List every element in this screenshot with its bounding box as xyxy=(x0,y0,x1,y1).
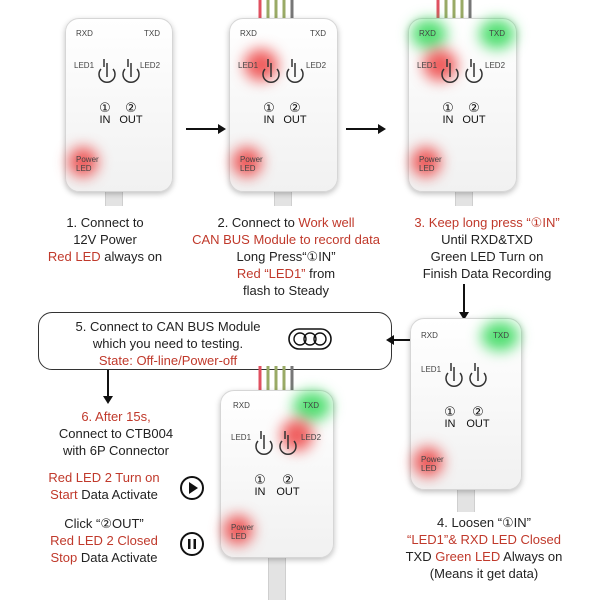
txd-label: TXD xyxy=(310,29,326,38)
led1-label: LED1 xyxy=(417,61,438,70)
device4-cable xyxy=(457,486,475,512)
txd-led-glow xyxy=(481,321,519,351)
power-led-glow xyxy=(411,147,441,177)
step4-text: 4. Loosen “①IN” “LED1”& RXD LED Closed T… xyxy=(405,515,563,581)
connector-icon xyxy=(288,328,332,350)
connector-hooks xyxy=(441,59,483,84)
arrow-right-icon xyxy=(346,124,386,134)
txd-led-glow xyxy=(293,391,331,421)
rxd-label: RXD xyxy=(233,401,250,410)
led1-label: LED1 xyxy=(231,433,252,442)
rxd-led-glow xyxy=(411,19,447,49)
step6-text: 6. After 15s, Connect to CTB004 with 6P … xyxy=(58,409,174,458)
txd-label: TXD xyxy=(493,331,509,340)
device2-wires xyxy=(258,0,294,20)
led1-label: LED1 xyxy=(74,61,95,70)
play-icon xyxy=(180,476,204,500)
rxd-label: RXD xyxy=(419,29,436,38)
arrow-down-icon xyxy=(459,284,469,320)
arrow-right-icon xyxy=(186,124,226,134)
led2-glow xyxy=(281,419,313,451)
led1-glow xyxy=(244,49,278,81)
step2-text: 2. Connect to Work well CAN BUS Module t… xyxy=(192,215,380,298)
step3-text: 3. Keep long press “①IN” Until RXD&TXD G… xyxy=(414,215,560,281)
device3-cable xyxy=(455,188,473,206)
led1-label: LED1 xyxy=(238,61,259,70)
led1-label: LED1 xyxy=(421,365,442,374)
connector-hooks xyxy=(445,363,487,388)
power-led-glow xyxy=(232,147,262,177)
led2-label: LED2 xyxy=(485,61,506,70)
rxd-label: RXD xyxy=(240,29,257,38)
device1-cable xyxy=(105,188,123,206)
led2-label: LED2 xyxy=(306,61,327,70)
led2-label: LED2 xyxy=(301,433,322,442)
step5-box xyxy=(38,312,392,370)
txd-label: TXD xyxy=(489,29,505,38)
power-led-glow xyxy=(223,515,253,545)
pause-icon xyxy=(180,532,204,556)
led2-label: LED2 xyxy=(140,61,161,70)
power-led-glow xyxy=(68,147,98,177)
rxd-label: RXD xyxy=(421,331,438,340)
arrow-down-icon xyxy=(103,370,113,404)
txd-label: TXD xyxy=(144,29,160,38)
rxd-label: RXD xyxy=(76,29,93,38)
connector-hooks xyxy=(255,431,297,456)
connector-hooks xyxy=(262,59,304,84)
step8-text: Click “②OUT” Red LED 2 Closed Stop Data … xyxy=(50,516,158,565)
device3-wires xyxy=(436,0,472,20)
step5-text: 5. Connect to CAN BUS Module which you n… xyxy=(75,319,261,368)
step1-text: 1. Connect to 12V Power Red LED always o… xyxy=(47,215,163,264)
txd-label: TXD xyxy=(303,401,319,410)
step7-text: Red LED 2 Turn on Start Data Activate xyxy=(48,470,160,502)
device5-wires xyxy=(258,366,294,392)
led1-glow xyxy=(423,49,457,81)
device5-cable xyxy=(268,554,286,600)
txd-led-glow xyxy=(479,19,515,49)
power-led-glow xyxy=(413,447,443,477)
device2-cable xyxy=(274,188,292,206)
connector-hooks xyxy=(98,59,140,84)
